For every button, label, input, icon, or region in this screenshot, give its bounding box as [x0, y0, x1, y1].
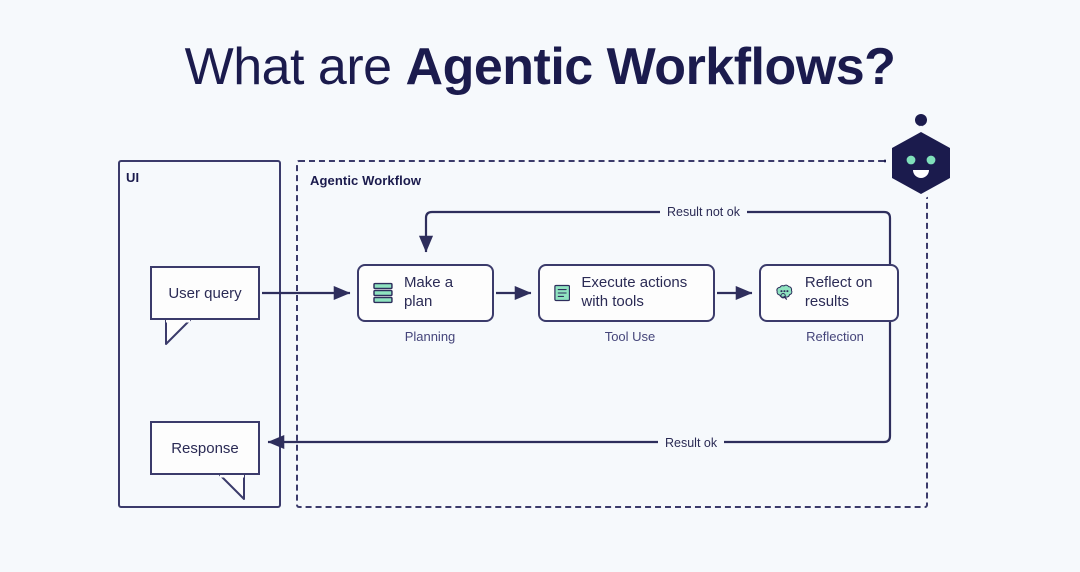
page-title-light: What are: [184, 38, 406, 96]
step-caption-tool-use: Tool Use: [604, 329, 656, 344]
step-label-tool-use: Execute actions with tools: [581, 274, 688, 310]
agentic-workflow-panel-label: Agentic Workflow: [310, 173, 422, 188]
thought-bubble-magnifier-icon: [776, 284, 793, 300]
step-box-planning: Make a plan: [357, 264, 494, 322]
step-label-planning: Make a plan: [403, 274, 454, 310]
user-query-bubble: User query: [150, 266, 260, 320]
ui-panel-label: UI: [126, 170, 140, 185]
step-box-reflection: Reflect on results: [759, 264, 899, 322]
step-caption-reflection: Reflection: [806, 329, 864, 344]
step-label-reflection: Reflect on results: [804, 274, 873, 310]
edge-label-result-not-ok: Result not ok: [660, 205, 747, 219]
edge-label-result-ok: Result ok: [658, 436, 725, 450]
step-box-tool-use: Execute actions with tools: [538, 264, 715, 322]
step-caption-planning: Planning: [404, 329, 456, 344]
robot-hexagon-logo: [884, 114, 956, 198]
page-title-bold: Agentic Workflows?: [405, 38, 896, 96]
response-label: Response: [171, 439, 239, 457]
document-lines-icon: [554, 284, 571, 302]
response-bubble: Response: [150, 421, 260, 475]
page-title: What are Agentic Workflows?: [0, 38, 1080, 98]
stacked-layers-icon: [373, 282, 393, 304]
user-query-label: User query: [168, 284, 242, 302]
